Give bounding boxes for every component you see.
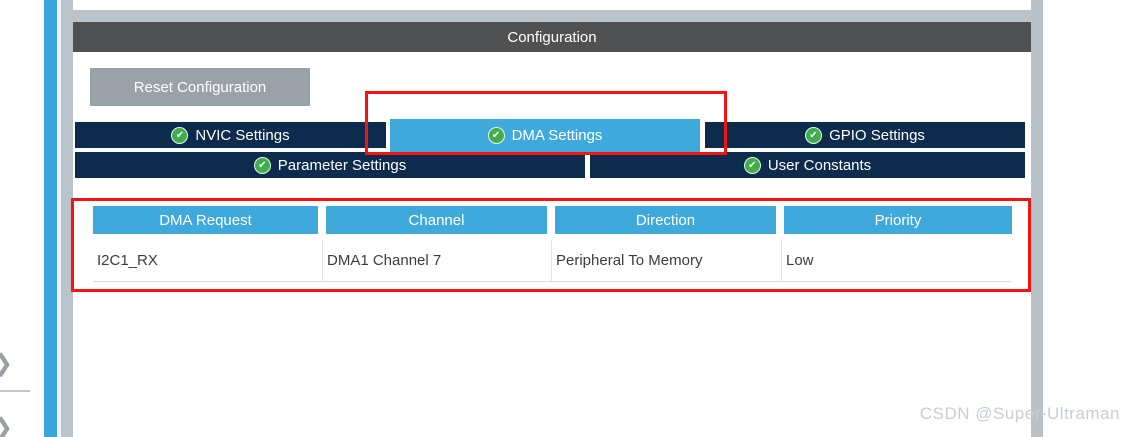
cell-channel[interactable]: DMA1 Channel 7 <box>322 240 551 281</box>
tab-user-constants[interactable]: ✔ User Constants <box>590 152 1025 178</box>
tab-label: NVIC Settings <box>195 126 290 144</box>
check-circle-icon: ✔ <box>487 127 505 144</box>
left-blue-divider <box>44 0 57 437</box>
tab-dma-settings[interactable]: ✔ DMA Settings <box>390 119 700 152</box>
column-header-label: DMA Request <box>159 211 252 229</box>
tab-parameter-settings[interactable]: ✔ Parameter Settings <box>75 152 585 178</box>
tab-gpio-settings[interactable]: ✔ GPIO Settings <box>705 122 1025 148</box>
cell-dma-request[interactable]: I2C1_RX <box>93 240 322 281</box>
tab-label: Parameter Settings <box>277 156 407 174</box>
chevron-right-icon[interactable]: ❯ <box>0 352 13 376</box>
watermark-text: CSDN @Super-Ultraman <box>919 404 1120 423</box>
cell-value: DMA1 Channel 7 <box>327 252 442 269</box>
check-circle-icon: ✔ <box>743 156 761 174</box>
panel-title-bar: Configuration <box>73 22 1031 52</box>
vertical-scrollbar[interactable] <box>1031 0 1043 437</box>
check-circle-icon: ✔ <box>253 156 271 174</box>
panel-frame-top <box>61 10 1031 22</box>
tab-label: DMA Settings <box>511 127 603 144</box>
chevron-right-icon[interactable]: ❯ <box>0 416 13 437</box>
tab-label: User Constants <box>767 156 872 174</box>
column-header-dma-request: DMA Request <box>93 206 318 234</box>
cell-priority[interactable]: Low <box>781 240 1012 281</box>
column-header-label: Channel <box>408 211 465 229</box>
panel-title: Configuration <box>507 28 597 46</box>
column-header-direction: Direction <box>555 206 776 234</box>
panel-frame-left <box>61 0 73 437</box>
cell-direction[interactable]: Peripheral To Memory <box>551 240 781 281</box>
column-header-priority: Priority <box>784 206 1012 234</box>
cell-value: Peripheral To Memory <box>556 252 703 269</box>
column-header-label: Direction <box>635 211 696 229</box>
column-header-label: Priority <box>874 211 922 229</box>
cell-value: Low <box>786 252 814 269</box>
check-circle-icon: ✔ <box>171 126 189 144</box>
reset-configuration-button[interactable]: Reset Configuration <box>90 68 310 106</box>
table-row[interactable]: I2C1_RX DMA1 Channel 7 Peripheral To Mem… <box>93 240 1012 282</box>
tab-label: GPIO Settings <box>829 126 925 144</box>
cell-value: I2C1_RX <box>97 252 158 269</box>
column-header-channel: Channel <box>326 206 547 234</box>
tab-nvic-settings[interactable]: ✔ NVIC Settings <box>75 122 386 148</box>
reset-configuration-label: Reset Configuration <box>133 78 267 96</box>
splitter-handle-line <box>0 390 30 392</box>
check-circle-icon: ✔ <box>805 126 823 144</box>
left-divider-gap <box>57 0 61 437</box>
